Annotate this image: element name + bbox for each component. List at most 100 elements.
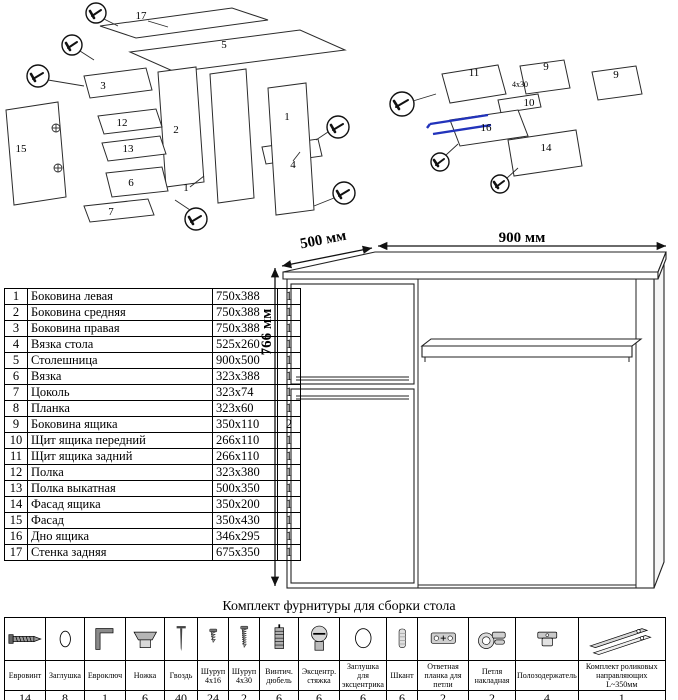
eccentric-icon [298,617,340,661]
part-name: Дно ящика [27,528,213,545]
dowelscrew-icon [259,617,299,661]
part-callout-number: 12 [117,117,128,129]
runnerholder-icon [515,617,579,661]
part-quantity: 1 [277,320,301,337]
hingeplate-icon [417,617,469,661]
part-size: 323х74 [212,384,278,401]
panel-side-middle [209,68,255,204]
part-name: Полка выкатная [27,480,213,497]
hardware-item-quantity: 40 [164,690,198,700]
desk-right-side-face [653,258,665,589]
drawer-front [290,283,415,385]
part-callout-number: 16 [481,122,493,134]
panel-side-left [157,66,205,188]
hardware-item-name: Эксцентр. стяжка [298,660,340,691]
part-size: 500х350 [212,480,278,497]
part-callout-number: 1 [183,182,189,194]
part-quantity: 1 [277,464,301,481]
drawer-exploded-callouts [389,91,519,194]
part-quantity: 1 [277,512,301,529]
part-callout-number: 2 [173,124,179,136]
part-callout-number: 9 [543,61,549,73]
nail-icon [164,617,198,661]
hardware-item-name: Комплект роликовых направляющих L~350мм [577,660,666,691]
part-number: 2 [4,304,28,321]
part-quantity: 1 [277,400,301,417]
part-name: Боковина средняя [27,304,213,321]
part-size: 675х350 [212,544,278,561]
part-callout-number: 6 [128,177,134,189]
panel-desktop [128,29,347,73]
drawer-exploded-part-numbers: 11 9 9 10 16 14 4х30 [469,61,620,154]
hardware-item-quantity: 2 [468,690,516,700]
part-number: 6 [4,368,28,385]
keyboard-shelf-top [420,338,643,347]
part-number: 3 [4,320,28,337]
part-size: 346х295 [212,528,278,545]
desk-exploded-leaders [147,20,301,188]
depth-dimension-arrow [281,245,373,269]
width-dimension-label: 900 мм [499,230,546,246]
part-callout-number: 14 [541,142,553,154]
hardware-item-name: Петля накладная [468,660,516,691]
panel-drawer-back [441,64,507,104]
hardware-icons-row [4,617,666,661]
part-callout-number: 17 [136,10,148,22]
screw30-icon [228,617,260,661]
part-number: 10 [4,432,28,449]
part-size: 525х260 [212,336,278,353]
part-number: 8 [4,400,28,417]
part-size: 323х380 [212,464,278,481]
part-callout-number: 9 [613,69,619,81]
hardware-kit-title: Комплект фурнитуры для сборки стола [222,599,456,614]
part-quantity: 1 [277,432,301,449]
hardware-item-name: Евровинт [4,660,46,691]
hinge-icon [468,617,516,661]
part-callout-number: 4 [290,159,296,171]
desk-exploded-panels [5,7,347,223]
part-quantity: 1 [277,480,301,497]
panel-shelf [97,108,163,135]
part-name: Боковина левая [27,288,213,305]
hardware-item-name: Ответная планка для петли [417,660,469,691]
desk-top-front-edge [282,271,659,280]
door-front [290,388,415,584]
part-quantity: 1 [277,288,301,305]
part-name: Цоколь [27,384,213,401]
part-callout-number: 11 [469,67,480,79]
part-callout-number: 10 [524,97,536,109]
hardware-item-quantity: 1 [84,690,126,700]
hardware-item-quantity: 24 [197,690,229,700]
leg-icon [125,617,165,661]
panel-back-wall [99,7,269,39]
part-name: Стенка задняя [27,544,213,561]
hardware-item-name: Шуруп 4х16 [197,660,229,691]
part-quantity: 1 [277,384,301,401]
hardware-item-quantity: 2 [417,690,469,700]
hardware-item-quantity: 6 [386,690,418,700]
hardware-item-name: Шкант [386,660,418,691]
euroscrew-icon [4,617,46,661]
part-name: Вязка стола [27,336,213,353]
panel-top-rail [83,67,153,99]
hardware-item-name: Заглушка [45,660,85,691]
part-number: 12 [4,464,28,481]
part-callout-number: 7 [108,206,114,218]
part-callout-number: 4х30 [512,80,528,89]
part-quantity: 1 [277,544,301,561]
part-size: 323х388 [212,368,278,385]
part-name: Боковина ящика [27,416,213,433]
hardware-item-name: Заглушка для эксцентрика [339,660,387,691]
